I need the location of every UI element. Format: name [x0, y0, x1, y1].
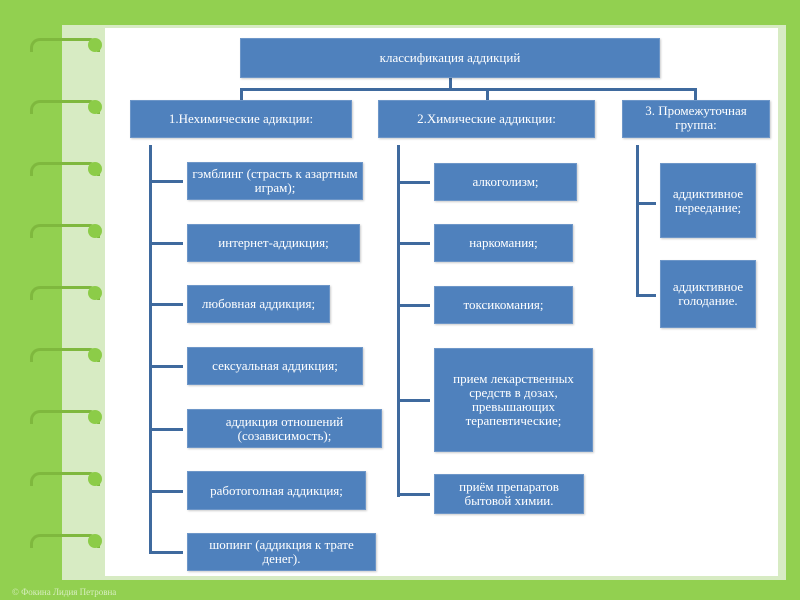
binder-ring-icon — [30, 38, 102, 54]
classification-item: аддиктивное переедание; — [660, 163, 756, 238]
classification-item: сексуальная аддикция; — [187, 347, 363, 385]
classification-item: аддиктивное голодание. — [660, 260, 756, 328]
classification-item: наркомания; — [434, 224, 573, 262]
connector — [486, 88, 489, 100]
connector — [636, 202, 656, 205]
connector — [149, 365, 183, 368]
connector — [240, 88, 697, 91]
connector — [636, 145, 639, 297]
classification-item: гэмблинг (страсть к азартным играм); — [187, 162, 363, 200]
group-chemical: 2.Химические аддикции: — [378, 100, 595, 138]
classification-item: алкоголизм; — [434, 163, 577, 201]
binder-ring-icon — [30, 410, 102, 426]
connector — [149, 303, 183, 306]
connector — [149, 551, 183, 554]
classification-item: токсикомания; — [434, 286, 573, 324]
connector — [240, 88, 243, 100]
classification-item: приём препаратов бытовой химии. — [434, 474, 584, 514]
classification-item: прием лекарственных средств в дозах, пре… — [434, 348, 593, 452]
connector — [694, 88, 697, 100]
connector — [149, 489, 183, 493]
classification-item: аддикция отношений (созависимость); — [187, 409, 382, 448]
binder-ring-icon — [30, 224, 102, 240]
connector — [397, 493, 430, 496]
classification-item: интернет-аддикция; — [187, 224, 360, 262]
connector — [397, 399, 430, 402]
binder-ring-icon — [30, 348, 102, 364]
root-node: классификация аддикций — [240, 38, 660, 78]
binder-ring-icon — [30, 472, 102, 488]
connector — [397, 242, 430, 245]
connector — [636, 294, 656, 297]
connector — [397, 181, 430, 184]
classification-item: любовная аддикция; — [187, 285, 330, 323]
connector — [449, 78, 452, 90]
group-nonchemical: 1.Нехимические адикции: — [130, 100, 352, 138]
group-intermediate: 3. Промежуточная группа: — [622, 100, 770, 138]
classification-item: шопинг (аддикция к трате денег). — [187, 533, 376, 571]
binder-ring-icon — [30, 534, 102, 550]
binder-ring-icon — [30, 162, 102, 178]
connector — [149, 180, 183, 183]
connector — [397, 145, 400, 497]
connector — [397, 304, 430, 307]
binder-ring-icon — [30, 100, 102, 116]
connector — [149, 242, 183, 245]
footer-credit: © Фокина Лидия Петровна — [12, 587, 117, 597]
binder-ring-icon — [30, 286, 102, 302]
classification-item: работоголная аддикция; — [187, 471, 366, 510]
connector — [149, 427, 183, 431]
connector — [149, 145, 152, 554]
